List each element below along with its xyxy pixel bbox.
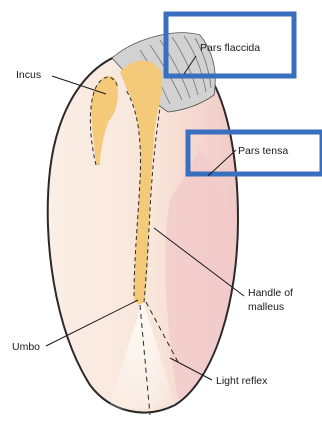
pars-tensa-label: Pars tensa: [238, 145, 288, 157]
handle-of-malleus-label-line2: malleus: [248, 301, 284, 313]
light-reflex-label: Light reflex: [216, 375, 268, 387]
incus-label: Incus: [16, 69, 41, 81]
umbo-label: Umbo: [12, 341, 40, 353]
pars-flaccida-label: Pars flaccida: [200, 42, 260, 54]
handle-of-malleus-label-line1: Handle of: [248, 287, 293, 299]
